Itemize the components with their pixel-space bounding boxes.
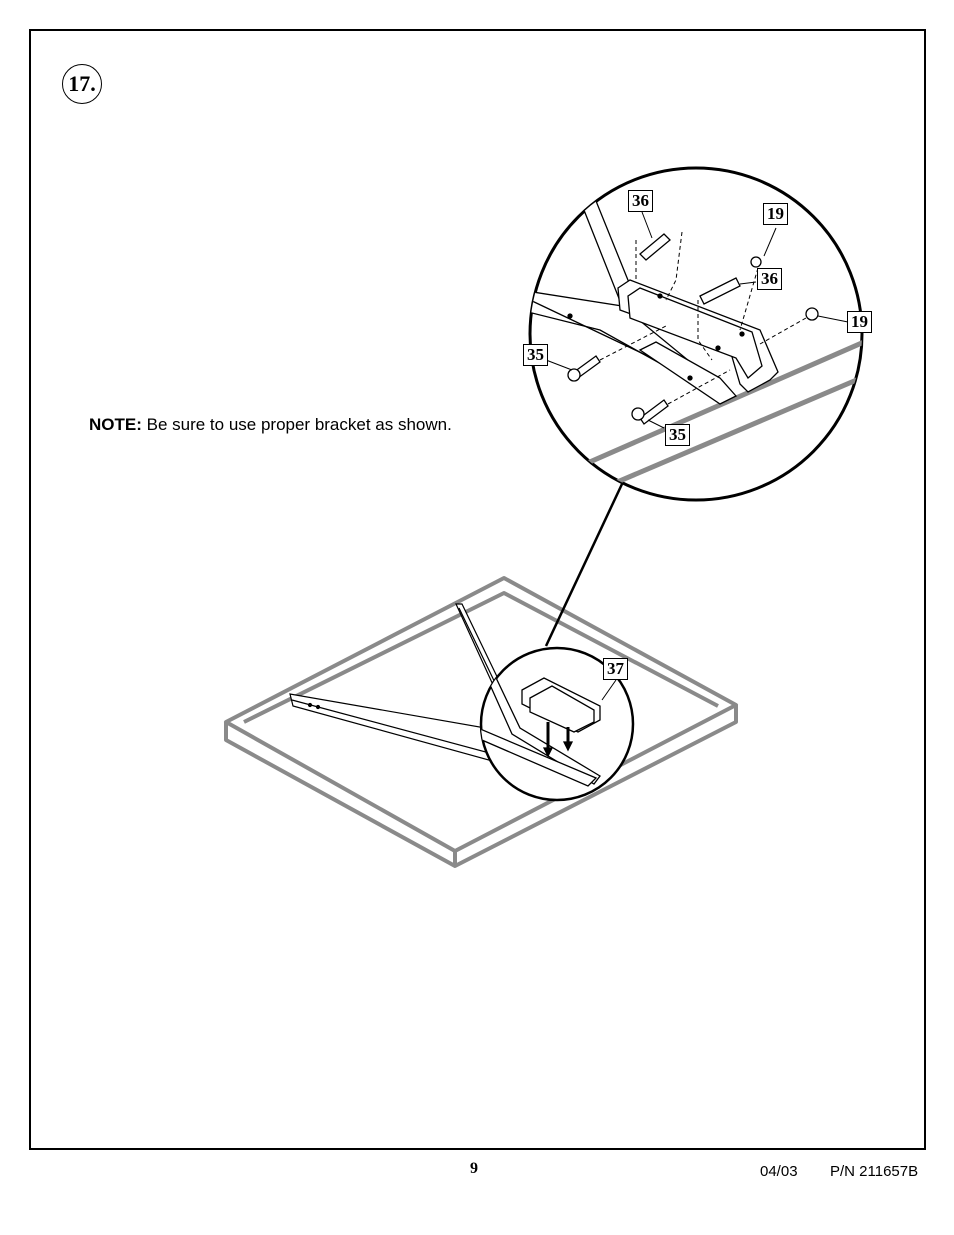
callout-part-36-top: 36 bbox=[628, 190, 653, 212]
note-label: NOTE: bbox=[89, 415, 142, 434]
callout-part-19-top: 19 bbox=[763, 203, 788, 225]
part-number: P/N 211657B bbox=[830, 1163, 919, 1180]
step-number: 17. bbox=[68, 71, 96, 96]
callout-part-36-mid: 36 bbox=[757, 268, 782, 290]
detail-leader-line bbox=[544, 483, 624, 647]
note-text: Be sure to use proper bracket as shown. bbox=[141, 415, 452, 434]
small-detail-view bbox=[479, 646, 635, 802]
document-date: 04/03 bbox=[760, 1163, 798, 1180]
callout-part-37: 37 bbox=[603, 658, 628, 680]
page-number: 9 bbox=[470, 1160, 478, 1177]
callout-part-19-right: 19 bbox=[847, 311, 872, 333]
page-border bbox=[29, 29, 926, 1150]
callout-37-leader bbox=[601, 679, 617, 701]
callout-part-35-bottom: 35 bbox=[665, 424, 690, 446]
step-number-badge: 17. bbox=[62, 64, 102, 104]
callout-part-35-left: 35 bbox=[523, 344, 548, 366]
assembly-note: NOTE: Be sure to use proper bracket as s… bbox=[89, 415, 452, 435]
large-detail-view bbox=[528, 166, 864, 502]
